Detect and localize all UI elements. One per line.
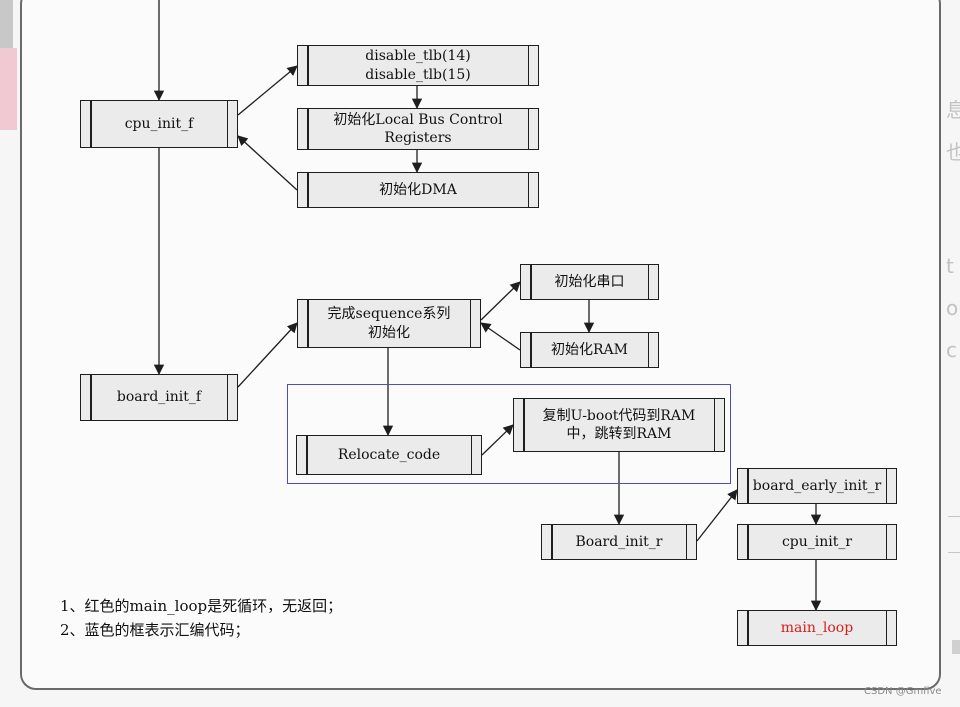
background-text-fragment: t [946, 254, 954, 278]
node-label: 初始化串口 [554, 273, 625, 290]
node-copy-uboot: 复制U-boot代码到RAM 中，跳转到RAM [513, 398, 725, 452]
node-cpu-init-f: cpu_init_f [80, 100, 238, 148]
watermark: CSDN @Gmfive [864, 686, 942, 697]
assembly-code-frame [287, 384, 731, 484]
node-label: main_loop [780, 619, 854, 636]
node-label: cpu_init_f [124, 115, 194, 132]
node-label: disable_tlb(14) disable_tlb(15) [365, 48, 471, 83]
node-label: 复制U-boot代码到RAM 中，跳转到RAM [542, 407, 696, 442]
node-label: Board_init_r [575, 533, 663, 550]
background-divider [948, 516, 960, 517]
arrow-board-init-f-to-sequence [237, 322, 298, 388]
background-text-fragment: c [946, 338, 957, 362]
node-label: 完成sequence系列 初始化 [327, 306, 451, 341]
node-init-ram: 初始化RAM [520, 332, 659, 368]
node-label: 初始化Local Bus Control Registers [333, 111, 503, 146]
legend-notes: 1、红色的main_loop是死循环，无返回； 2、蓝色的框表示汇编代码； [60, 594, 342, 642]
node-relocate-code: Relocate_code [296, 435, 482, 475]
node-sequence-init: 完成sequence系列 初始化 [297, 299, 481, 348]
background-text-fragment: ou [946, 296, 960, 320]
background-text-fragment: 也 [946, 140, 960, 164]
background-block [952, 640, 960, 654]
node-board-early-init-r: board_early_init_r [737, 468, 897, 504]
node-label: board_init_f [116, 389, 202, 406]
background-text-fragment: 息 [946, 98, 960, 122]
node-board-init-f: board_init_f [80, 374, 238, 421]
node-disable-tlb: disable_tlb(14) disable_tlb(15) [297, 45, 539, 86]
note-line: 2、蓝色的框表示汇编代码； [60, 621, 250, 639]
arrow-relocate-to-copy-uboot [481, 424, 514, 456]
arrow-board-init-r-to-early-init-r [696, 489, 738, 542]
node-cpu-init-r: cpu_init_r [737, 524, 897, 560]
left-edge-fragment [0, 0, 13, 48]
node-label: Relocate_code [337, 446, 441, 463]
node-label: 初始化DMA [379, 181, 457, 198]
node-label: board_early_init_r [752, 477, 882, 494]
left-edge-highlight [0, 48, 17, 130]
background-divider [948, 552, 960, 553]
node-main-loop: main_loop [737, 610, 897, 646]
arrow-dma-to-cpu-init-f [237, 135, 298, 191]
node-init-local-bus: 初始化Local Bus Control Registers [297, 108, 539, 150]
node-label: 初始化RAM [551, 341, 628, 358]
arrow-cpu-init-f-to-disable-tlb [237, 65, 298, 116]
node-board-init-r: Board_init_r [541, 524, 697, 560]
node-init-uart: 初始化串口 [520, 264, 659, 300]
arrow-ram-to-sequence [480, 322, 521, 351]
node-init-dma: 初始化DMA [297, 172, 539, 208]
note-line: 1、红色的main_loop是死循环，无返回； [60, 597, 343, 615]
arrow-sequence-to-uart [480, 281, 521, 321]
node-label: cpu_init_r [781, 533, 853, 550]
